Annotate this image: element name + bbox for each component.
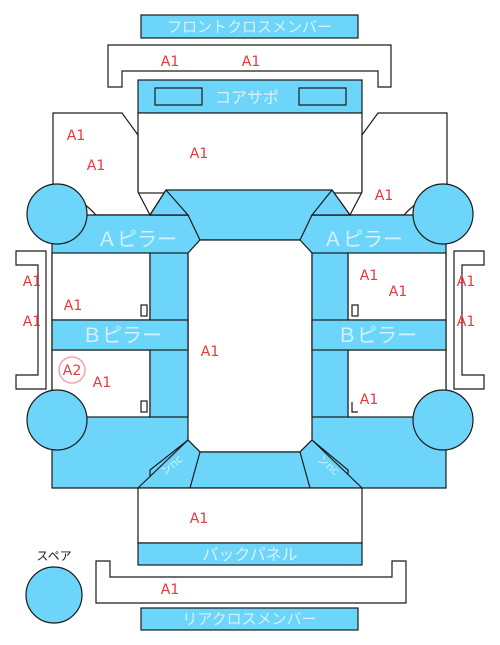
right-sill	[453, 250, 485, 390]
grade-rear-member: A1	[161, 582, 179, 598]
grade-left-sill-upper: A1	[23, 274, 41, 290]
grade-right-front-door-2: A1	[389, 284, 407, 300]
core-support-bar	[137, 79, 363, 114]
grade-left-front-door: A1	[64, 298, 82, 314]
grade-right-sill-upper: A1	[457, 274, 475, 290]
grade-hood: A1	[190, 146, 208, 162]
left-front-latch	[140, 304, 148, 317]
grade-left-rear-door: A1	[93, 375, 111, 391]
b-pillar-left-label: Ｂピラー	[82, 323, 162, 347]
core-support-slot-left	[154, 87, 203, 106]
wheel-rear-right	[412, 389, 474, 451]
grade-front-left-fender-2: A1	[87, 158, 105, 174]
left-a-pillar-corner	[148, 189, 190, 216]
right-b-pillar	[311, 319, 447, 351]
grade-right-rear-door: A1	[360, 392, 378, 408]
grade-right-front-door-1: A1	[360, 268, 378, 284]
grade-front-left-fender-1: A1	[67, 128, 85, 144]
left-sill	[15, 250, 47, 390]
grade-roof: A1	[201, 344, 219, 360]
grade-left-sill-lower: A1	[23, 314, 41, 330]
right-rear-latch	[351, 402, 358, 413]
hood-panel	[137, 112, 363, 194]
back-panel-bar	[137, 542, 363, 566]
wheel-front-left	[26, 183, 88, 245]
a-pillar-left-label: Ａピラー	[97, 227, 177, 251]
core-support-label: コアサポ	[215, 88, 279, 107]
right-front-door	[347, 252, 447, 321]
left-rear-latch	[140, 400, 148, 413]
right-front-latch	[351, 304, 359, 317]
front-cross-member-bar	[140, 14, 359, 39]
spare-label: スペア	[36, 549, 71, 563]
left-front-door	[51, 252, 151, 321]
circled-grade-marker	[58, 356, 86, 384]
a-pillar-right-label: Ａピラー	[323, 227, 403, 251]
wheel-front-right	[412, 183, 474, 245]
core-support-slot-right	[298, 87, 347, 106]
spare-tire	[25, 566, 83, 624]
grade-front-right-fender: A1	[375, 188, 393, 204]
front-cross-member-label: フロントクロスメンバー	[167, 18, 332, 36]
front-member-bracket	[107, 44, 392, 88]
grade-trunk: A1	[190, 511, 208, 527]
rear-cross-member-label: リアクロスメンバー	[182, 610, 316, 628]
trunk-panel	[137, 487, 363, 544]
wheel-rear-left	[26, 389, 88, 451]
grade-front-member-right: A1	[242, 54, 260, 70]
left-b-pillar	[51, 319, 189, 351]
rear-member-bracket	[95, 560, 407, 604]
back-panel-label: バックパネル	[202, 545, 297, 564]
grade-right-sill-lower: A1	[457, 314, 475, 330]
rear-cross-member-bar	[140, 607, 359, 631]
grade-front-member-left: A1	[161, 54, 179, 70]
grade-circled-a2: A2	[63, 363, 81, 379]
b-pillar-right-label: Ｂピラー	[337, 323, 417, 347]
right-a-pillar-corner	[310, 189, 352, 216]
